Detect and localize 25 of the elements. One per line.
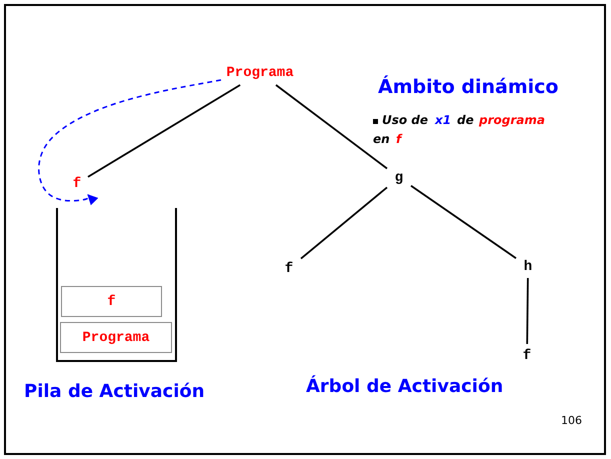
tree-node-label: f (69, 175, 85, 192)
title: Ámbito dinámico (378, 76, 558, 98)
note-text: en (373, 132, 390, 146)
tree-node-label: h (519, 258, 537, 275)
note-text: f (396, 132, 402, 146)
stack-caption: Pila de Activación (24, 381, 205, 402)
dashed-arrow (38, 79, 222, 206)
tree-edge (275, 84, 388, 170)
tree-node-label: Programa (224, 64, 296, 82)
stack-frame: f (61, 286, 162, 317)
tree-node-label: f (280, 260, 298, 277)
tree-caption: Árbol de Activación (306, 376, 504, 397)
page-number: 106 (561, 414, 582, 427)
tree-edge (300, 186, 388, 260)
tree-edge (526, 278, 529, 344)
tree-edge (88, 84, 241, 178)
note-text: de (457, 113, 474, 127)
note-text: Uso de (382, 113, 428, 127)
tree-node-label: g (390, 169, 408, 186)
stack-frame: Programa (60, 322, 172, 353)
stack-container (56, 208, 177, 362)
note-text: programa (479, 113, 545, 127)
tree-edge (410, 185, 517, 259)
tree-node-label: f (518, 347, 536, 364)
note-text: x1 (435, 113, 452, 127)
